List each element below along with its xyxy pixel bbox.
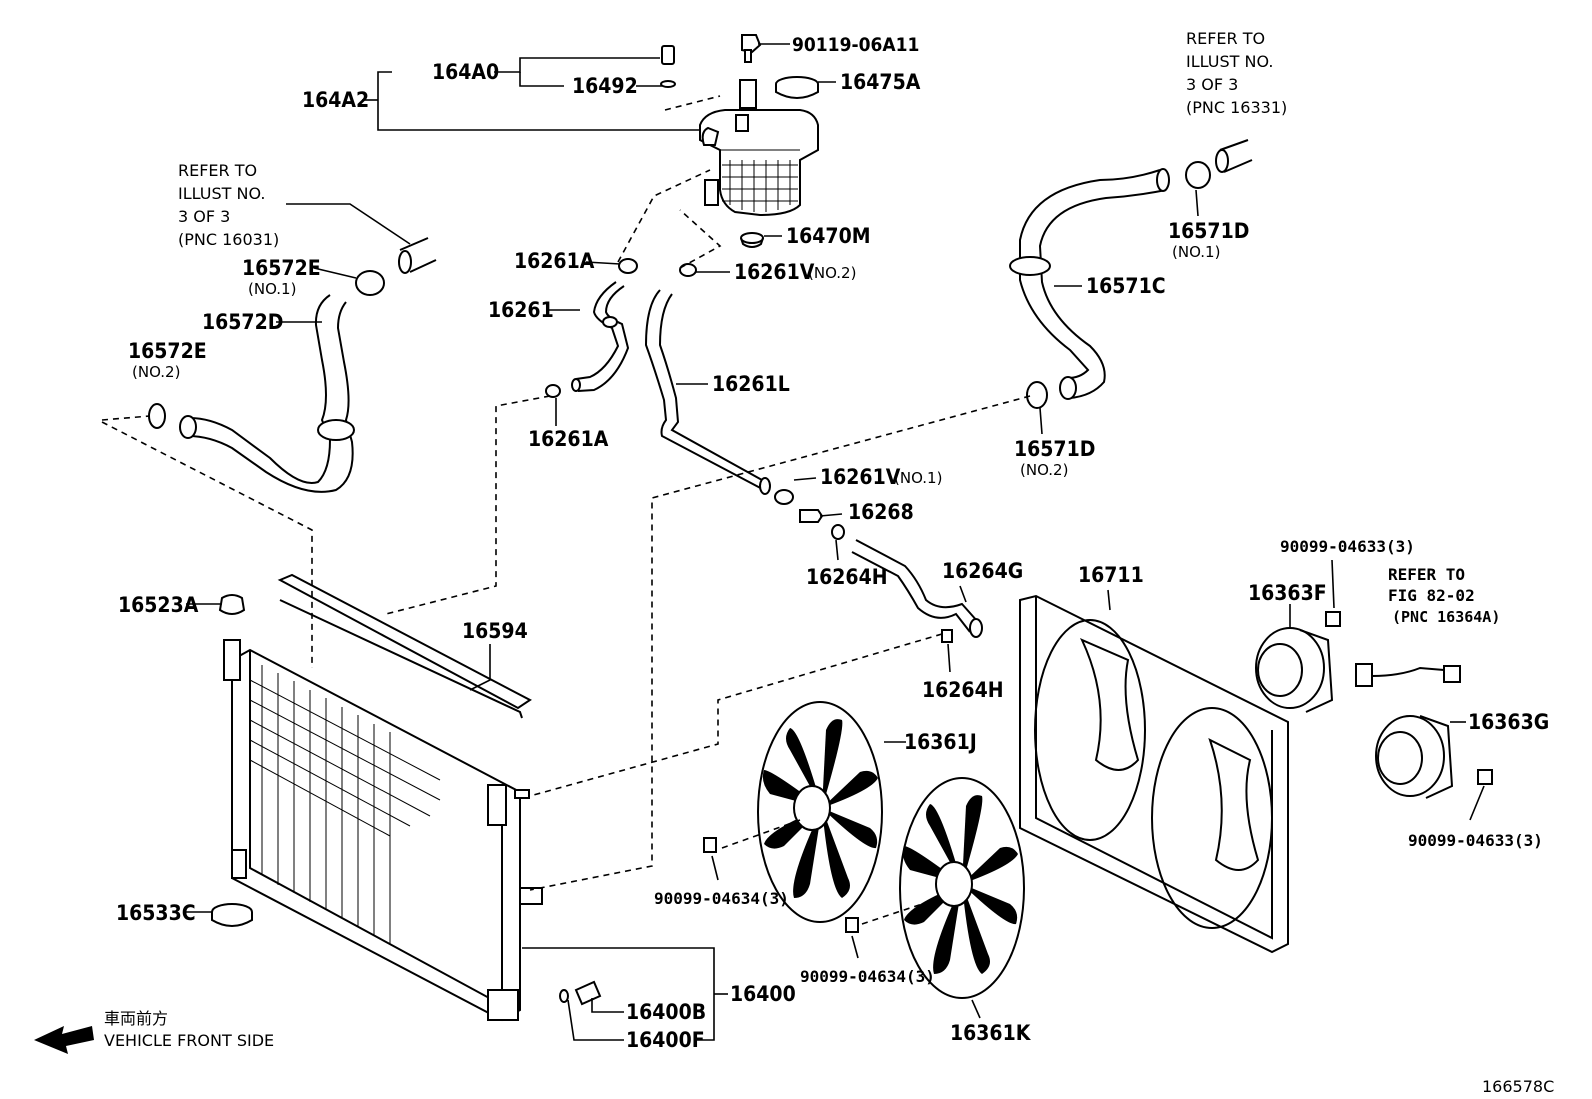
label-16571D-no2-sub: (NO.2)	[1020, 461, 1068, 479]
pipe-end-16331	[1215, 139, 1253, 173]
cap-16475A-part	[775, 76, 819, 99]
diagram-code: 166578C	[1482, 1077, 1554, 1096]
motor-16363G	[1375, 715, 1454, 799]
motor-16363F	[1255, 627, 1334, 713]
bolt-90099-04633-bot-part	[1477, 769, 1493, 785]
fan-16361K	[899, 777, 1025, 999]
cap-16533C	[211, 903, 253, 927]
label-16400B: 16400B	[626, 1000, 706, 1024]
hose-16261	[571, 258, 638, 392]
label-16572E-no2: 16572E	[128, 339, 207, 363]
grommet-16470M-part	[740, 232, 764, 248]
clamp-16261A-lower	[545, 384, 561, 398]
label-16268: 16268	[848, 500, 914, 524]
label-16571D-no2: 16571D	[1014, 437, 1095, 461]
bolt-90099-04634-left-part	[703, 837, 717, 853]
label-16475A: 16475A	[840, 70, 921, 94]
label-16261A-top: 16261A	[514, 249, 595, 273]
label-16533C: 16533C	[116, 901, 196, 925]
assembly-lines	[101, 95, 1031, 925]
bolt-90099-04634-mid-part	[845, 917, 859, 933]
fan-16361J	[757, 701, 883, 923]
label-16261A-bottom: 16261A	[528, 427, 609, 451]
ref-left-line4: (PNC 16031)	[178, 230, 279, 249]
label-90099-04634-left: 90099-04634(3)	[654, 889, 789, 908]
label-16264G: 16264G	[942, 559, 1023, 583]
hose-16571C	[1009, 161, 1211, 409]
label-16571D-no1: 16571D	[1168, 219, 1249, 243]
ref-left-line3: 3 OF 3	[178, 207, 230, 226]
label-16572E-no1-sub: (NO.1)	[248, 280, 296, 298]
ref-right-line1: REFER TO	[1186, 29, 1265, 48]
fan-shroud-16711	[1019, 594, 1289, 954]
fitting-16268	[799, 509, 824, 523]
hose-16572D	[148, 270, 385, 493]
label-16572D: 16572D	[202, 310, 283, 334]
label-16361K: 16361K	[950, 1021, 1032, 1045]
leader-lines	[186, 43, 1485, 1041]
label-16470M: 16470M	[786, 224, 871, 248]
pipe-end-16031	[398, 237, 437, 274]
ref-left-line2: ILLUST NO.	[178, 184, 265, 203]
clamp-16261V-no1	[774, 489, 794, 505]
label-16261L: 16261L	[712, 372, 790, 396]
label-16400F: 16400F	[626, 1028, 705, 1052]
label-16492: 16492	[572, 74, 638, 98]
hose-16261L	[644, 263, 771, 495]
label-90099-04633-top: 90099-04633(3)	[1280, 537, 1415, 556]
label-16571D-no1-sub: (NO.1)	[1172, 243, 1220, 261]
ref-right-line4: (PNC 16331)	[1186, 98, 1287, 117]
direction-label-jp: 車両前方	[104, 1009, 168, 1028]
label-16400: 16400	[730, 982, 796, 1006]
radiator-16400	[223, 639, 543, 1022]
label-16361J: 16361J	[904, 730, 977, 754]
label-16572E-no2-sub: (NO.2)	[132, 363, 180, 381]
label-16261V-no2: 16261V	[734, 260, 815, 284]
label-16261V-no1-sub: (NO.1)	[894, 469, 942, 487]
label-16572E-no1: 16572E	[242, 256, 321, 280]
ref-fig-line1: REFER TO	[1388, 565, 1465, 584]
label-16363G: 16363G	[1468, 710, 1549, 734]
front-direction-arrow-icon	[34, 1026, 94, 1054]
label-16261: 16261	[488, 298, 554, 322]
screw-16492-part	[660, 45, 676, 88]
label-90119-06A11: 90119-06A11	[792, 34, 919, 56]
label-16264H-bottom: 16264H	[922, 678, 1004, 702]
label-16571C: 16571C	[1086, 274, 1166, 298]
label-16261V-no1: 16261V	[820, 465, 901, 489]
connector-16364A	[1355, 663, 1461, 687]
drain-cock-16400B	[559, 980, 602, 1006]
ref-right-line3: 3 OF 3	[1186, 75, 1238, 94]
ref-left-line1: REFER TO	[178, 161, 257, 180]
label-90099-04634-mid: 90099-04634(3)	[800, 967, 935, 986]
label-164A2: 164A2	[302, 88, 369, 112]
ref-fig-line2: FIG 82-02	[1388, 586, 1475, 605]
hose-16264G	[831, 524, 983, 643]
label-16594: 16594	[462, 619, 528, 643]
cushion-16523A	[218, 594, 246, 615]
reservoir-tank	[699, 79, 819, 217]
direction-label-en: VEHICLE FRONT SIDE	[104, 1031, 274, 1050]
bolt-90119-part	[741, 34, 762, 63]
label-16363F: 16363F	[1248, 581, 1327, 605]
ref-right-line2: ILLUST NO.	[1186, 52, 1273, 71]
label-16711: 16711	[1078, 563, 1144, 587]
bracket-16594	[277, 573, 532, 719]
label-164A0: 164A0	[432, 60, 499, 84]
bolt-90099-04633-top-part	[1325, 611, 1341, 627]
label-16523A: 16523A	[118, 593, 199, 617]
ref-fig-line3: (PNC 16364A)	[1392, 608, 1500, 626]
label-90099-04633-bottom: 90099-04633(3)	[1408, 831, 1543, 850]
label-16261V-no2-sub: (NO.2)	[808, 264, 856, 282]
label-16264H-top: 16264H	[806, 565, 888, 589]
